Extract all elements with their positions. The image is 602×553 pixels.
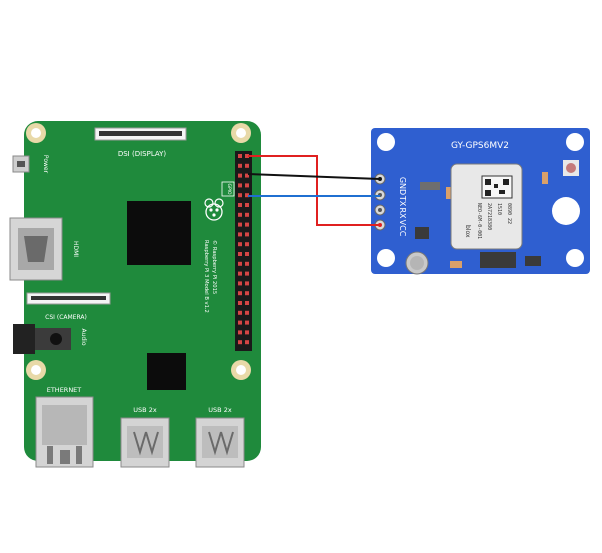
gpio-pin — [245, 232, 249, 237]
gpio-label-box — [221, 181, 235, 197]
gpio-pin — [238, 310, 242, 315]
gpio-pin — [245, 291, 249, 296]
chip-line-3: 0890 22 — [506, 203, 512, 224]
audio-jack — [13, 324, 71, 354]
gpio-pin — [245, 340, 249, 345]
gpio-pin — [245, 301, 249, 305]
gps-led — [563, 160, 579, 176]
power-label: Power — [42, 155, 49, 174]
gpio-pin — [238, 340, 242, 345]
gpio-pin — [238, 173, 242, 178]
gpio-pin — [238, 252, 242, 256]
gps-pin-pads — [374, 173, 386, 231]
gps-hole-tl — [377, 133, 395, 151]
gps-battery — [405, 251, 429, 275]
gpio-label: GPIO — [226, 183, 232, 195]
gpio-pin — [245, 222, 249, 227]
gps-resistor-c — [450, 261, 462, 268]
gpio-pin — [238, 232, 242, 237]
gps-component-b — [525, 256, 541, 266]
hdmi-label: HDMI — [72, 241, 79, 257]
soc-chip — [127, 201, 191, 265]
gpio-pin — [245, 261, 249, 266]
gpio-pin — [238, 281, 242, 286]
gps-resistor-b — [542, 172, 548, 184]
gpio-pin — [245, 154, 249, 158]
gpio-pin — [238, 330, 242, 335]
gps-resistor-a — [446, 187, 454, 199]
gpio-pin — [245, 271, 249, 276]
dsi-label: DSI (DISPLAY) — [118, 150, 167, 158]
usb-right-label: USB 2x — [208, 406, 232, 414]
neo6m-chip — [450, 163, 523, 250]
gpio-pin — [245, 320, 249, 325]
pin-label-tx: TX — [398, 195, 407, 207]
chip-model: NEO-6M-0-001 — [476, 203, 482, 239]
pin-label-vcc: VCC — [398, 220, 407, 237]
hdmi-connector — [9, 217, 63, 281]
gpio-pin — [245, 281, 249, 286]
wires — [247, 155, 381, 226]
pin-label-gnd: GND — [398, 177, 407, 195]
usb-port-right — [195, 417, 245, 468]
gpio-header — [235, 151, 252, 351]
usb-port-left — [120, 417, 170, 468]
gpio-pin — [245, 252, 249, 256]
gpio-pin — [238, 301, 242, 305]
pi-pcb — [24, 121, 261, 461]
pi-mounting-holes — [26, 123, 251, 380]
gpio-pin — [238, 261, 242, 266]
gpio-pin — [245, 212, 249, 217]
lan-chip — [147, 353, 186, 390]
ethernet-label: ETHERNET — [47, 386, 82, 394]
gpio-pin — [238, 163, 242, 168]
ethernet-port — [35, 396, 94, 468]
gnd-wire — [247, 173, 381, 180]
audio-label: Audio — [80, 328, 87, 345]
gps-hole-bl — [377, 249, 395, 267]
gps-module-board: GY-GPS6MV2 GND TX RX VCC — [371, 128, 590, 275]
gps-hole-br — [566, 249, 584, 267]
gps-hole-tr — [566, 133, 584, 151]
gpio-pin — [238, 222, 242, 227]
gpio-pin — [245, 183, 249, 188]
gps-title: GY-GPS6MV2 — [451, 141, 509, 151]
gpio-pin — [245, 310, 249, 315]
gpio-pin — [238, 193, 242, 198]
chip-line-1: 2A7218380 — [486, 203, 492, 230]
usb-left-label: USB 2x — [133, 406, 157, 414]
gpio-pin — [238, 242, 242, 247]
chip-line-2: 1510 — [496, 203, 502, 215]
gps-component-a — [415, 227, 429, 239]
gpio-pin — [238, 271, 242, 276]
power-connector — [12, 155, 30, 173]
pin-label-rx: RX — [398, 207, 407, 219]
gpio-pin — [238, 203, 242, 207]
pi-model-line1: Raspberry Pi 3 Model B v1.2 — [203, 240, 209, 313]
gpio-pin — [245, 330, 249, 335]
gps-hole-mid — [552, 197, 580, 225]
raspberry-logo-icon — [204, 198, 224, 221]
gpio-pin — [238, 291, 242, 296]
dsi-connector — [94, 127, 187, 141]
pi-model-line2: © Raspberry Pi 2015 — [211, 240, 218, 294]
gps-component-c — [420, 182, 440, 190]
gpio-pin — [238, 154, 242, 158]
gpio-pin — [238, 212, 242, 217]
chip-brand: blox — [464, 225, 471, 238]
csi-connector — [26, 292, 111, 305]
gps-regulator — [480, 252, 516, 268]
gpio-pin — [238, 320, 242, 325]
gpio-pin — [238, 183, 242, 188]
gpio-pin — [245, 242, 249, 247]
raspberry-pi-board: DSI (DISPLAY) Power HDMI CSI (CAMERA) Au… — [9, 121, 261, 468]
csi-label: CSI (CAMERA) — [45, 314, 87, 321]
gpio-pin — [245, 203, 249, 207]
gpio-pin — [245, 193, 249, 198]
gpio-pin — [245, 163, 249, 168]
vcc-wire — [248, 155, 380, 226]
gpio-pin — [245, 173, 249, 178]
